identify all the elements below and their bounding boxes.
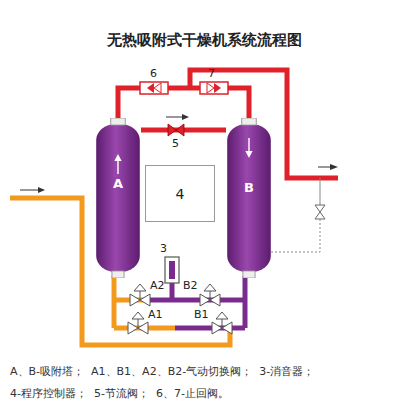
node-text: A bbox=[95, 176, 141, 191]
tower-shape bbox=[95, 118, 141, 278]
callout-number: B2 bbox=[183, 280, 198, 292]
switch-valve bbox=[200, 284, 220, 306]
pipe-line bbox=[118, 88, 249, 118]
flow-arrow bbox=[248, 138, 249, 152]
callout-number: 7 bbox=[208, 68, 215, 80]
muffler bbox=[169, 261, 175, 279]
switch-valve bbox=[128, 312, 148, 334]
controller-box: 4 bbox=[145, 165, 215, 222]
flow-arrow bbox=[117, 160, 118, 174]
callout-number: A1 bbox=[148, 309, 163, 321]
diagram-title: 无热吸附式干燥机系统流程图 bbox=[0, 32, 409, 49]
check-valve bbox=[140, 82, 168, 94]
switch-valve bbox=[212, 312, 232, 334]
flow-arrow bbox=[114, 154, 121, 161]
adsorption-tower: B bbox=[226, 118, 272, 278]
branch-line bbox=[320, 178, 321, 205]
callout-number: B1 bbox=[194, 309, 209, 321]
callout-number: 5 bbox=[172, 138, 179, 150]
tower-body bbox=[227, 124, 271, 272]
flow-arrow bbox=[166, 117, 182, 118]
throttle-valve bbox=[168, 124, 184, 136]
flow-arrow bbox=[330, 164, 338, 170]
legend-note: 4-程序控制器； 5-节流阀； 6、7-止回阀。 bbox=[10, 388, 229, 400]
small-valve bbox=[315, 205, 325, 219]
tower-fitting bbox=[111, 118, 126, 125]
pipe-connector bbox=[118, 88, 249, 118]
check-valve bbox=[200, 82, 228, 94]
pipe bbox=[175, 326, 245, 331]
callout-number: A2 bbox=[150, 280, 165, 292]
node-text: B bbox=[226, 180, 272, 195]
tower-fitting bbox=[242, 118, 257, 125]
callout-number: 3 bbox=[160, 243, 167, 255]
callout-number: 6 bbox=[150, 68, 157, 80]
flow-arrow bbox=[245, 151, 252, 158]
node-text: 4 bbox=[176, 186, 185, 202]
switch-valve bbox=[130, 284, 150, 306]
pipe bbox=[170, 282, 175, 300]
flow-arrow bbox=[38, 187, 45, 193]
adsorption-tower: A bbox=[95, 118, 141, 278]
tower-fitting bbox=[243, 271, 255, 278]
pipe bbox=[150, 298, 245, 303]
flow-arrow bbox=[182, 114, 189, 120]
tower-body bbox=[96, 124, 140, 272]
dashed-line bbox=[268, 219, 320, 252]
pipe bbox=[243, 276, 248, 328]
tower-fitting bbox=[112, 271, 124, 278]
flow-arrow bbox=[318, 167, 331, 168]
tower-shape bbox=[226, 118, 272, 278]
flow-arrow bbox=[20, 190, 38, 191]
muffler bbox=[165, 257, 179, 283]
legend-note: A、B-吸附塔； A1、B1、A2、B2-气动切换阀； 3-消音器； bbox=[10, 366, 314, 378]
